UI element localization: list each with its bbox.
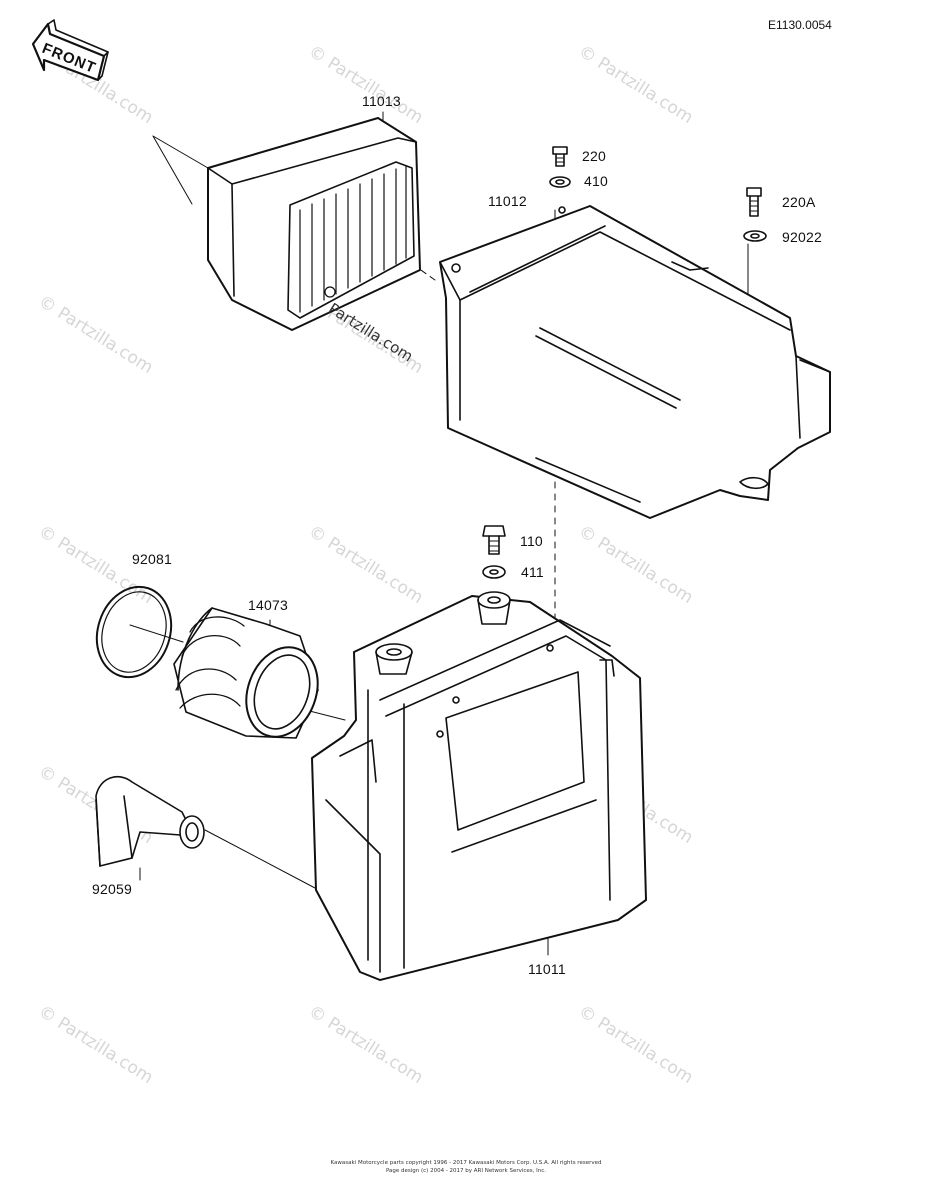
washer-411-icon xyxy=(482,565,506,579)
screw-220-icon xyxy=(552,146,568,167)
copyright-line-1: Kawasaki Motorcycle parts copyright 1996… xyxy=(330,1160,602,1166)
clamp-ring-92081 xyxy=(95,585,173,679)
drain-hose-92059 xyxy=(95,775,205,867)
intake-duct-14073 xyxy=(173,607,319,739)
air-cleaner-case-11011 xyxy=(311,591,647,981)
washer-410-icon xyxy=(549,176,571,188)
part-label-92022[interactable]: 92022 xyxy=(782,229,822,245)
part-label-92081[interactable]: 92081 xyxy=(132,551,172,567)
screw-220a-icon xyxy=(746,187,762,217)
part-label-411[interactable]: 411 xyxy=(521,564,544,580)
bolt-110-icon xyxy=(482,525,506,555)
part-label-220[interactable]: 220 xyxy=(582,148,606,164)
part-label-11012[interactable]: 11012 xyxy=(488,193,527,209)
part-label-92059[interactable]: 92059 xyxy=(92,881,132,897)
washer-92022-icon xyxy=(743,230,767,242)
part-label-11011[interactable]: 11011 xyxy=(528,961,566,977)
part-label-110[interactable]: 110 xyxy=(520,533,543,549)
part-label-14073[interactable]: 14073 xyxy=(248,597,288,613)
front-arrow-icon xyxy=(31,19,109,82)
part-label-410[interactable]: 410 xyxy=(584,173,608,189)
part-label-220a[interactable]: 220A xyxy=(782,194,816,210)
copyright-line-2: Page design (c) 2004 - 2017 by ARI Netwo… xyxy=(385,1168,547,1174)
diagram-code: E1130.0054 xyxy=(768,18,832,32)
air-cleaner-cover xyxy=(439,205,831,519)
part-label-11013[interactable]: 11013 xyxy=(362,93,401,109)
air-filter-element xyxy=(207,117,421,331)
